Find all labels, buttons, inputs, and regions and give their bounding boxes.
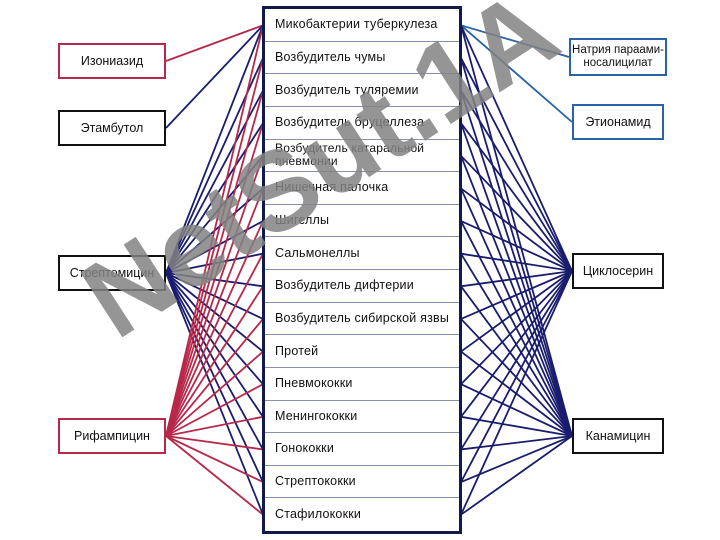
- link-kanamicin: [460, 350, 573, 437]
- drug-label: Рифампицин: [74, 428, 150, 443]
- drug-etionamid: Этионамид: [572, 104, 664, 140]
- organism-row: Шигеллы: [265, 205, 459, 238]
- drug-label: Этамбутол: [80, 120, 144, 135]
- link-rifampicin: [165, 188, 264, 437]
- link-rifampicin: [165, 90, 264, 437]
- link-kanamicin: [460, 220, 573, 437]
- drug-streptomycin: Стрептомицин: [58, 255, 166, 291]
- link-rifampicin: [165, 220, 264, 437]
- link-etionamid: [460, 24, 573, 123]
- link-kanamicin: [460, 318, 573, 437]
- link-kanamicin: [460, 435, 573, 483]
- organism-row: Возбудитель сибирской язвы: [265, 303, 459, 336]
- organism-row: Нишечная палочка: [265, 172, 459, 205]
- link-kanamicin: [460, 285, 573, 437]
- link-rifampicin: [165, 122, 264, 437]
- drug-natrium-paraaminosalicylate: Натрия параами-носалицилат: [569, 38, 667, 76]
- drug-label: Этионамид: [585, 114, 651, 129]
- drug-kanamicin: Канамицин: [572, 418, 664, 454]
- organism-row: Сальмонеллы: [265, 237, 459, 270]
- drug-label: Циклосерин: [582, 263, 654, 278]
- link-rifampicin: [165, 383, 264, 437]
- link-rifampicin: [165, 318, 264, 437]
- drug-label: Стрептомицин: [69, 265, 155, 280]
- link-natrium-paraaminosalicylate: [460, 24, 570, 58]
- organism-row: Гонококки: [265, 433, 459, 466]
- organism-row: Стафилококки: [275, 507, 362, 522]
- organism-row: Возбудитель туляремии: [265, 74, 459, 107]
- link-izoniazid: [165, 24, 264, 62]
- organism-row: Возбудитель бруцеллеза: [265, 107, 459, 140]
- organism-row: Возбудитель чумы: [265, 42, 459, 75]
- organism-row: Возбудитель дифтерии: [265, 270, 459, 303]
- drug-rifampicin: Рифампицин: [58, 418, 166, 454]
- drug-label: Натрия параами-носалицилат: [572, 44, 664, 69]
- drug-izoniazid: Изониазид: [58, 43, 166, 79]
- link-kanamicin: [460, 415, 573, 437]
- link-kanamicin: [460, 253, 573, 437]
- link-kanamicin: [460, 188, 573, 437]
- link-rifampicin: [165, 435, 264, 516]
- link-kanamicin: [460, 435, 573, 516]
- link-kanamicin: [460, 155, 573, 437]
- link-rifampicin: [165, 435, 264, 451]
- link-rifampicin: [165, 25, 264, 437]
- link-rifampicin: [165, 435, 264, 483]
- link-rifampicin: [165, 155, 264, 437]
- link-rifampicin: [165, 350, 264, 437]
- link-kanamicin: [460, 122, 573, 437]
- organism-row: Стрептококки: [265, 466, 459, 499]
- link-etambutol: [165, 24, 264, 129]
- link-rifampicin: [165, 57, 264, 437]
- drug-cikloserin: Циклосерин: [572, 253, 664, 289]
- link-kanamicin: [460, 90, 573, 437]
- link-kanamicin: [460, 57, 573, 437]
- link-rifampicin: [165, 253, 264, 437]
- link-cikloserin: [460, 24, 573, 272]
- link-kanamicin: [460, 435, 573, 451]
- link-rifampicin: [165, 285, 264, 437]
- drug-etambutol: Этамбутол: [58, 110, 166, 146]
- link-kanamicin: [460, 25, 573, 437]
- organism-row: Возбудитель катаральной пневмонии: [265, 140, 459, 173]
- link-rifampicin: [165, 415, 264, 437]
- organism-row: Протей: [265, 335, 459, 368]
- drug-label: Изониазид: [80, 53, 144, 68]
- organism-row: Микобактерии туберкулеза: [265, 9, 459, 42]
- organism-row: Пневмококки: [265, 368, 459, 401]
- drug-label: Канамицин: [585, 428, 651, 443]
- link-streptomycin: [165, 24, 264, 274]
- link-kanamicin: [460, 383, 573, 437]
- organism-row: Менингококки: [265, 401, 459, 434]
